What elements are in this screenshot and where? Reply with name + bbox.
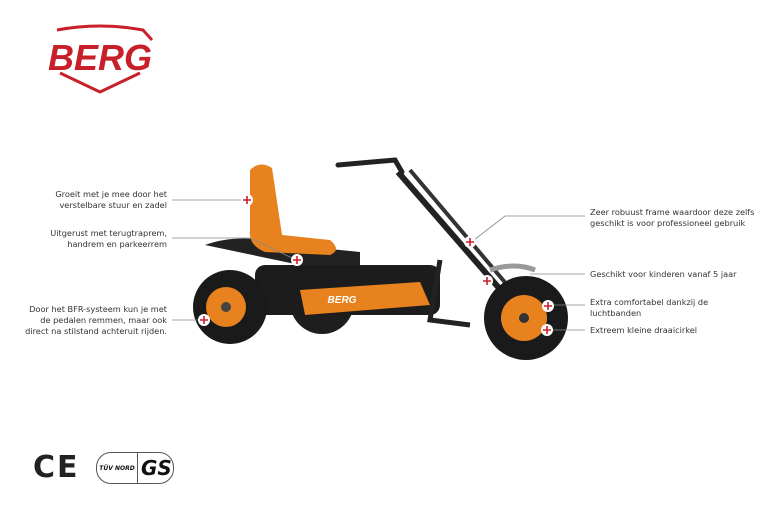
feature-adjustable: Groeit met je mee door het verstelbare s… — [55, 189, 167, 210]
tuv-gs-mark: TÜV NORD GS — [96, 452, 174, 484]
svg-text:BERG: BERG — [48, 37, 152, 78]
feature-bfr: Door het BFR-systeem kun je met de pedal… — [25, 304, 167, 336]
plus-icon — [198, 194, 554, 336]
chainguard-logo: BERG — [328, 295, 357, 306]
ce-mark: CE — [33, 450, 80, 485]
tuv-label: TÜV NORD — [99, 464, 135, 472]
feature-brakes: Uitgerust met terugtraprem, handrem en p… — [50, 228, 167, 249]
feature-age: Geschikt voor kinderen vanaf 5 jaar — [590, 269, 737, 279]
feature-turning: Extreem kleine draaicirkel — [590, 325, 698, 335]
feature-tyres: Extra comfortabel dankzij de luchtbanden — [590, 297, 709, 318]
gs-label: GS — [137, 453, 172, 483]
feature-frame: Zeer robuust frame waardoor deze zelfs g… — [590, 207, 755, 228]
